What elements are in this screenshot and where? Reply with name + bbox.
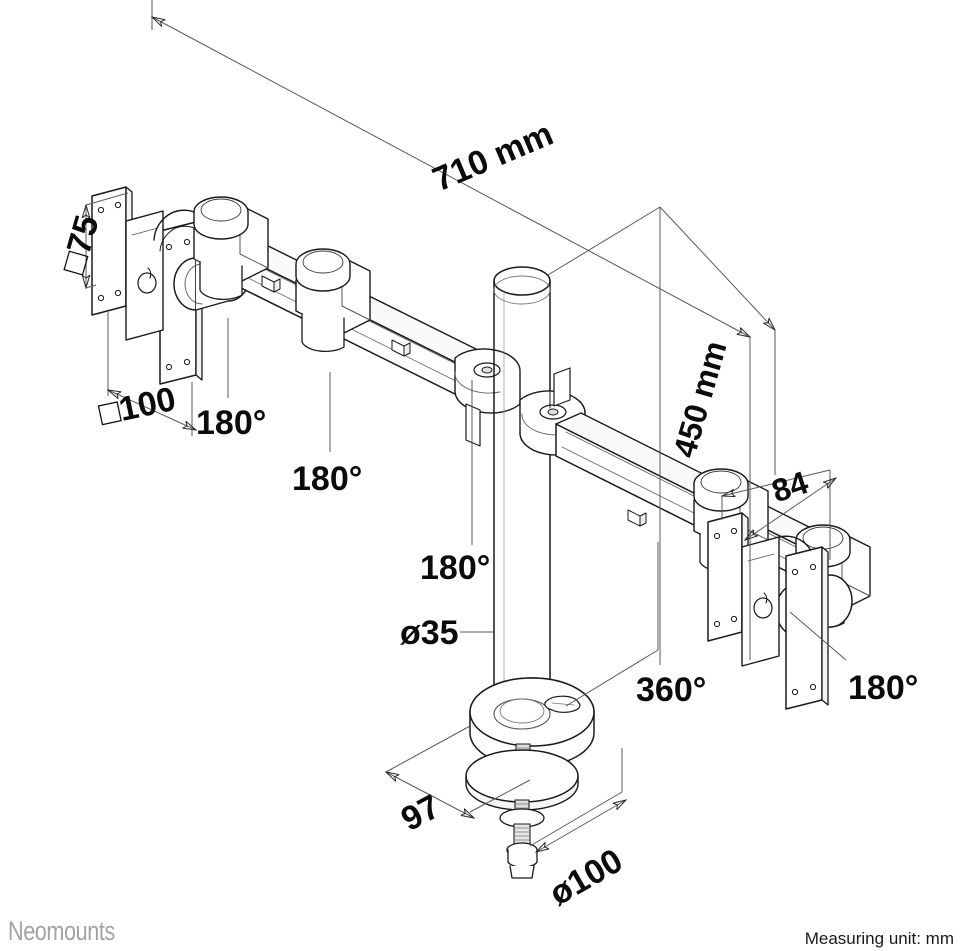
ext-97-a xyxy=(385,725,471,773)
right-vesa-plate-front xyxy=(785,546,829,710)
left-arm-pole-collar xyxy=(454,348,521,414)
leader-pole-top xyxy=(547,206,661,276)
label-pole-diameter: ø35 xyxy=(400,614,459,652)
left-vesa-backplate xyxy=(125,210,164,341)
ext-75-bottom xyxy=(85,284,97,289)
pole xyxy=(493,266,551,731)
pole-collar-brackets xyxy=(465,367,571,447)
measuring-unit-note: Measuring unit: mm xyxy=(804,929,954,948)
label-rotation-arm-left: 180° xyxy=(196,404,267,442)
dim-450-top-arrow xyxy=(659,206,775,330)
leader-360-a xyxy=(565,649,659,707)
dim-line-d100 xyxy=(536,800,626,852)
dim-line-97 xyxy=(386,772,474,818)
ext-97-b xyxy=(469,779,531,813)
leader-180-right xyxy=(789,611,847,661)
dim-line-710 xyxy=(152,17,750,337)
ext-75-top xyxy=(85,192,129,206)
brand-logo: Neomounts xyxy=(8,916,115,946)
label-rotation-head-right: 180° xyxy=(848,669,919,707)
label-pole-rotation: 360° xyxy=(636,671,707,709)
right-vesa-backplate xyxy=(741,536,780,667)
dimension-lines xyxy=(85,0,847,852)
label-rotation-arm-centre: 180° xyxy=(420,549,491,587)
label-rotation-arm-mid: 180° xyxy=(292,460,363,498)
dim-line-100 xyxy=(108,390,196,430)
desk-clamp-base xyxy=(465,677,595,879)
dim-line-84-b xyxy=(745,478,836,540)
